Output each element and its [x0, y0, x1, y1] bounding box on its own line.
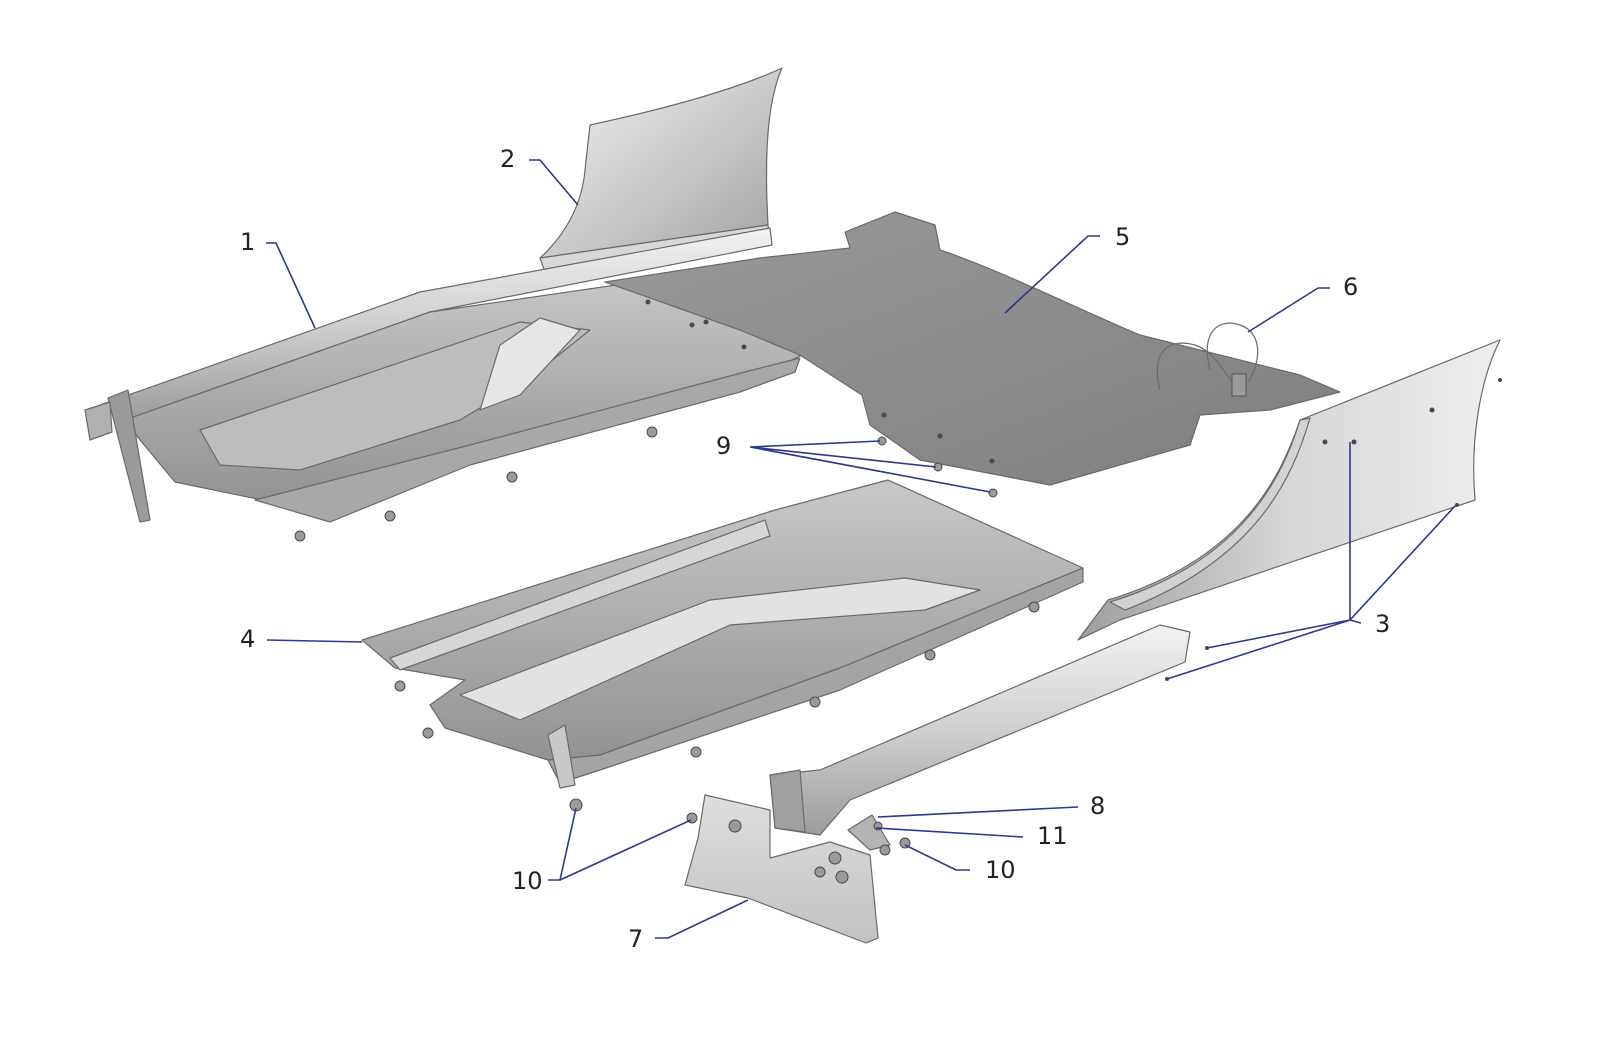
callout-1: 1	[240, 228, 255, 256]
leader-10a	[548, 807, 692, 881]
leader-7	[655, 899, 749, 939]
callout-3: 3	[1375, 610, 1390, 638]
leader-8	[877, 806, 1079, 818]
callout-5: 5	[1115, 223, 1130, 251]
leader-5	[1004, 235, 1100, 314]
leader-1	[266, 242, 316, 329]
callout-11: 11	[1037, 822, 1068, 850]
leader-6	[1247, 287, 1330, 333]
leader-4	[266, 639, 363, 643]
callout-9: 9	[716, 432, 731, 460]
leader-11	[875, 827, 1024, 838]
part-4-floor-tray	[361, 479, 1084, 789]
part-7-mud-flap	[684, 794, 879, 944]
callout-2: 2	[500, 145, 515, 173]
fasteners	[294, 378, 1502, 856]
callout-10-right: 10	[985, 856, 1016, 884]
part-rocker-extrusion	[769, 624, 1191, 836]
part-5-floor-mat	[604, 211, 1341, 486]
callout-4: 4	[240, 625, 255, 653]
part-8-bracket	[847, 814, 891, 851]
callout-10-left: 10	[512, 867, 543, 895]
part-6-strap-loops	[1156, 322, 1259, 397]
part-3-right-quarter-panel	[1077, 339, 1501, 641]
leader-10b	[904, 844, 970, 871]
leader-2	[529, 159, 579, 206]
leader-lines	[266, 159, 1456, 939]
callout-labels: 1 2 3 4 5 6 7 8 9 10 10 11	[240, 145, 1390, 953]
callout-8: 8	[1090, 792, 1105, 820]
callout-7: 7	[628, 925, 643, 953]
part-1-left-sill-assembly	[84, 227, 801, 523]
leader-3	[1166, 442, 1456, 680]
callout-6: 6	[1343, 273, 1358, 301]
leader-9	[749, 440, 991, 493]
